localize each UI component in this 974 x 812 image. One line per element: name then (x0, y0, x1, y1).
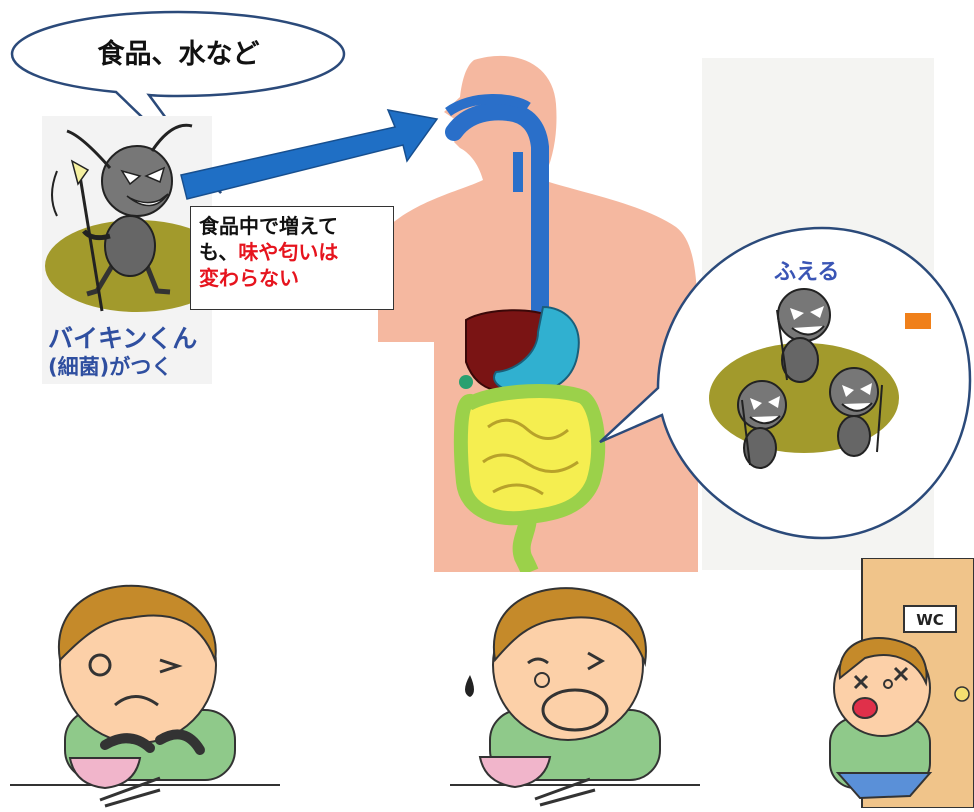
boy-stomachache-illustration (10, 580, 280, 808)
note-line3: 変わらない (199, 265, 385, 291)
note-line2-black: も、 (199, 240, 238, 264)
wc-sign-text: WC (916, 611, 944, 629)
speech-bubble-text: 食品、水など (6, 32, 351, 71)
note-line2: も、味や匂いは (199, 239, 385, 265)
large-intestine (461, 391, 598, 518)
note-line1: 食品中で増えて (199, 213, 385, 239)
boy-toilet-illustration: WC (820, 558, 974, 808)
germ-label-line2: (細菌)がつく (48, 354, 172, 380)
note-box: 食品中で増えて も、味や匂いは 変わらない (190, 206, 394, 310)
boy-nausea-illustration (450, 585, 700, 807)
orange-marker (905, 313, 931, 329)
germ-label-line1: バイキンくん (48, 324, 197, 354)
rectum (522, 517, 530, 572)
note-line2-red: 味や匂いは (238, 240, 338, 264)
zoom-label: ふえる (774, 254, 839, 286)
